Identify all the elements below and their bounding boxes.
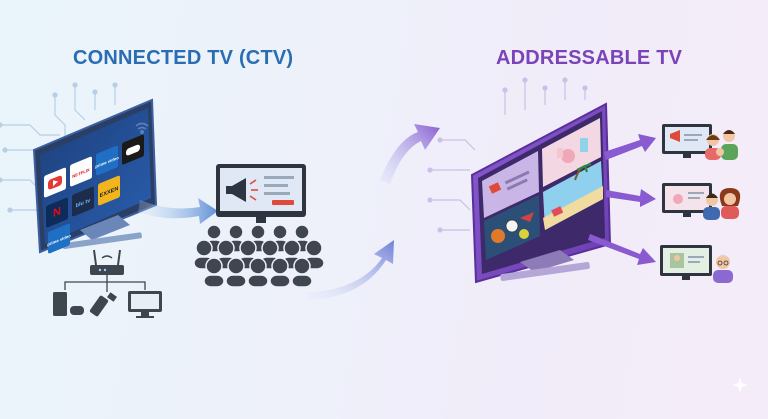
circuit-lines-right	[427, 77, 588, 233]
tv-panel-ad	[482, 151, 539, 218]
sparkle-icon	[732, 377, 748, 393]
senior-man-icon	[713, 254, 733, 283]
netflix-n-app-label: N	[53, 205, 61, 220]
monitor-icon	[128, 291, 162, 318]
person-icon	[225, 257, 247, 288]
person-icon	[291, 257, 313, 288]
arrow-to-family	[604, 134, 656, 160]
arrow-to-senior	[588, 234, 656, 265]
wifi-icon	[135, 122, 149, 135]
exxen-app-icon: EXXEN	[98, 175, 120, 206]
prime-video-2-app-icon: prime video	[47, 223, 71, 254]
person-icon	[203, 257, 225, 288]
youtube-app-icon	[44, 167, 66, 198]
ctv-title: CONNECTED TV (CTV)	[73, 47, 294, 69]
senior-target	[660, 245, 733, 283]
netflix-app-label: NETFLIX	[72, 167, 90, 179]
arrow-to-addressable-bottom	[305, 240, 394, 300]
person-icon	[269, 257, 291, 288]
person-icon	[193, 239, 215, 270]
ad-screen	[216, 164, 306, 223]
netflix-n-app-icon: N	[46, 197, 68, 228]
gamepad-app-icon	[122, 134, 144, 165]
game-console-icon	[53, 292, 84, 316]
family-target	[662, 124, 738, 160]
man-icon	[703, 193, 720, 220]
person-icon	[247, 257, 269, 288]
arrow-to-woman	[606, 189, 656, 207]
streaming-stick-icon	[89, 292, 117, 317]
megaphone-icon	[226, 178, 258, 202]
device-connections	[64, 275, 146, 292]
tv-panel-beach	[543, 161, 603, 230]
netflix-app-icon: NETFLIX	[70, 156, 92, 187]
woman-target	[662, 183, 741, 220]
arrow-ctv-to-ad	[138, 198, 218, 224]
blutv-app-icon: blu tv	[72, 186, 94, 217]
tv-panel-cosmetics	[542, 118, 601, 187]
router-icon	[90, 249, 124, 275]
audience-crowd-icon	[193, 224, 325, 288]
tv-panel-sports	[484, 195, 540, 260]
family-icon	[705, 130, 738, 160]
arrow-to-addressable-top	[380, 124, 440, 184]
woman-icon	[719, 188, 741, 219]
addressable-tv-title: ADDRESSABLE TV	[496, 47, 683, 69]
prime-video-app-icon: prime video	[95, 145, 119, 176]
